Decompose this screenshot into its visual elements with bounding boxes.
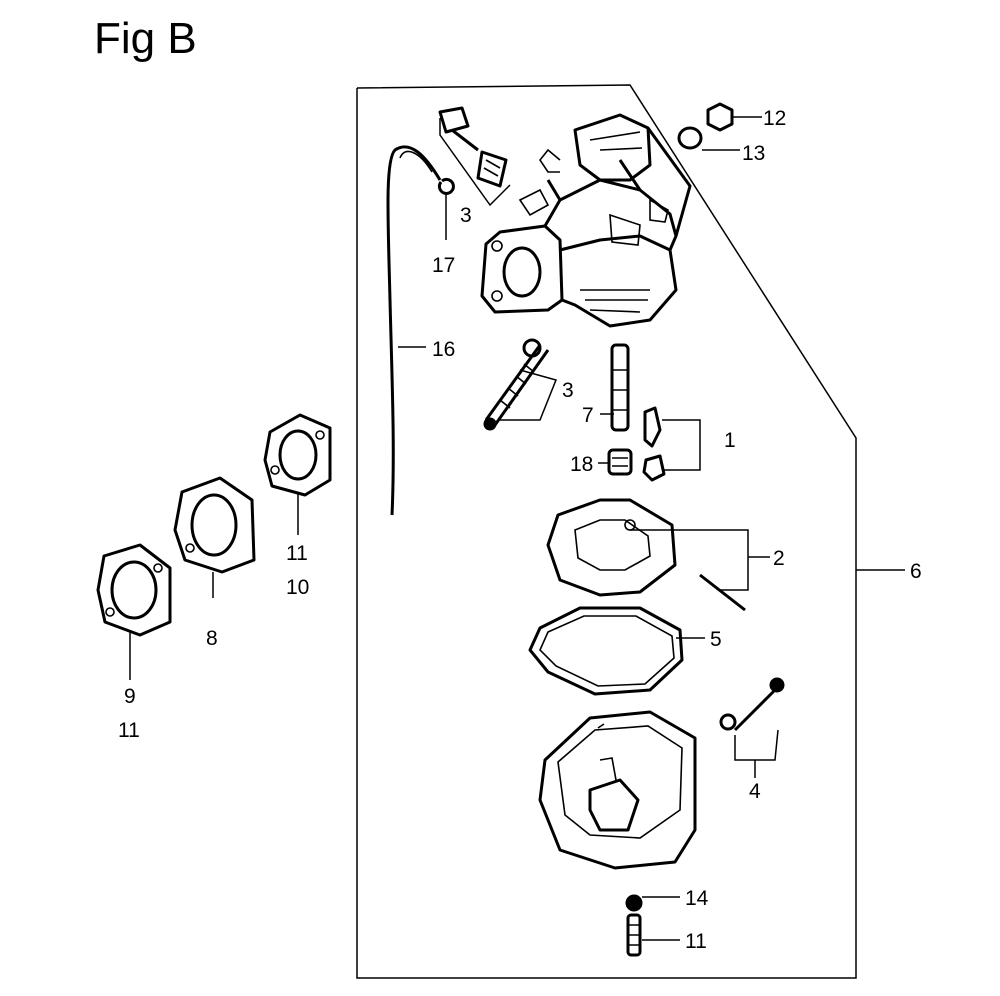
callout-15: 13 <box>742 142 765 165</box>
fuel-hose <box>386 145 442 516</box>
washer-14 <box>625 894 643 912</box>
throttle-screw-set-lower <box>483 338 550 431</box>
slow-jet <box>607 448 633 476</box>
callout-6: 6 <box>910 560 922 583</box>
callout-9: 9 <box>124 685 136 708</box>
callout-8: 8 <box>206 627 218 650</box>
callout-12: 11 <box>685 930 707 953</box>
callout-9-sub: 11 <box>118 719 140 742</box>
washer-15 <box>677 126 703 150</box>
main-jet <box>610 343 630 432</box>
callout-3-lower: 3 <box>562 379 574 402</box>
callout-4: 4 <box>749 780 761 803</box>
callout-14: 14 <box>685 887 709 910</box>
callout-5: 5 <box>710 628 722 651</box>
callout-10-sub: 10 <box>286 576 309 599</box>
nut-13 <box>706 102 734 132</box>
callout-7: 7 <box>582 404 594 427</box>
float-valve-set <box>642 406 666 482</box>
callout-18: 18 <box>570 453 593 476</box>
float <box>546 498 746 612</box>
callout-16: 16 <box>432 338 455 361</box>
callout-17: 17 <box>432 254 455 277</box>
float-chamber <box>538 710 697 870</box>
pilot-screw-set-upper <box>437 106 508 195</box>
callout-2: 2 <box>773 547 785 570</box>
figure-title: Fig B <box>94 14 197 63</box>
spacer-8 <box>173 476 256 574</box>
callout-10: 11 <box>286 542 308 565</box>
bolt-12 <box>626 913 642 957</box>
callout-13: 12 <box>763 107 786 130</box>
assembly-boundary <box>356 84 857 979</box>
callout-3-upper: 3 <box>460 204 472 227</box>
drain-screw-set <box>719 677 785 732</box>
callout-1: 1 <box>724 429 736 452</box>
insulator-gasket-10 <box>263 413 332 497</box>
carburetor-body <box>480 113 692 328</box>
float-chamber-gasket <box>528 606 684 696</box>
gasket-9 <box>96 543 172 637</box>
